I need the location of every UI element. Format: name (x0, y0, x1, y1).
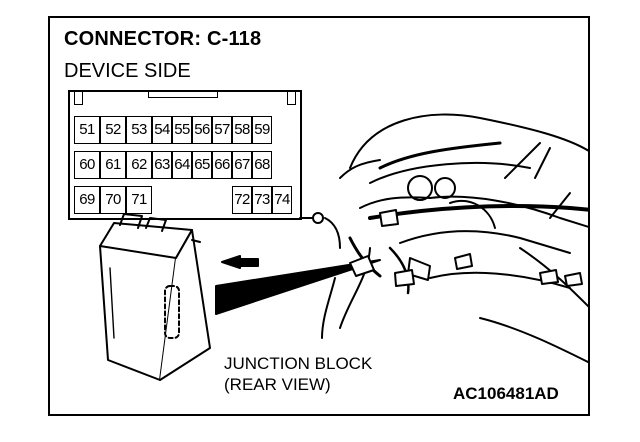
pin-cell: 73 (252, 186, 272, 214)
pin-cell: 62 (126, 151, 152, 179)
junction-block-label-line1: JUNCTION BLOCK (224, 354, 373, 373)
pin-cell: 57 (212, 116, 232, 144)
connector-title: CONNECTOR: C-118 (64, 28, 262, 50)
instrument-panel-drawing (321, 113, 588, 364)
pin-cell: 64 (172, 151, 192, 179)
pointer-arrow (215, 255, 381, 315)
pin-cell: 60 (74, 151, 100, 179)
pin-cell: 70 (100, 186, 126, 214)
junction-block-label: JUNCTION BLOCK (REAR VIEW) (224, 353, 372, 395)
right-notch (287, 92, 296, 105)
installation-illustration (99, 113, 588, 381)
diagram-frame: CONNECTOR: C-118 DEVICE SIDE 51 52 53 54… (48, 16, 590, 416)
left-notch (74, 92, 83, 105)
junction-block-drawing (99, 213, 211, 381)
pin-cell: 61 (100, 151, 126, 179)
figure-code: AC106481AD (453, 384, 559, 403)
pin-cell: 72 (232, 186, 252, 214)
wire-harness-drawing (299, 141, 588, 295)
pin-cell: 69 (74, 186, 100, 214)
pin-cell: 68 (252, 151, 272, 179)
pin-cell: 51 (74, 116, 100, 144)
connector-face: 51 52 53 54 55 56 57 58 59 60 61 62 63 6… (68, 90, 302, 220)
pin-cell: 54 (152, 116, 172, 144)
pin-cell: 52 (100, 116, 126, 144)
pin-cell: 65 (192, 151, 212, 179)
pin-cell: 74 (272, 186, 292, 214)
device-side-label: DEVICE SIDE (64, 60, 191, 82)
pin-cell: 63 (152, 151, 172, 179)
junction-block-label-line2: (REAR VIEW) (224, 375, 331, 394)
connector-latch (148, 90, 218, 98)
pin-cell: 56 (192, 116, 212, 144)
pin-cell: 66 (212, 151, 232, 179)
pin-cell: 71 (126, 186, 152, 214)
pin-cell: 55 (172, 116, 192, 144)
pin-cell: 58 (232, 116, 252, 144)
pin-cell: 53 (126, 116, 152, 144)
pin-cell: 67 (232, 151, 252, 179)
pin-cell: 59 (252, 116, 272, 144)
